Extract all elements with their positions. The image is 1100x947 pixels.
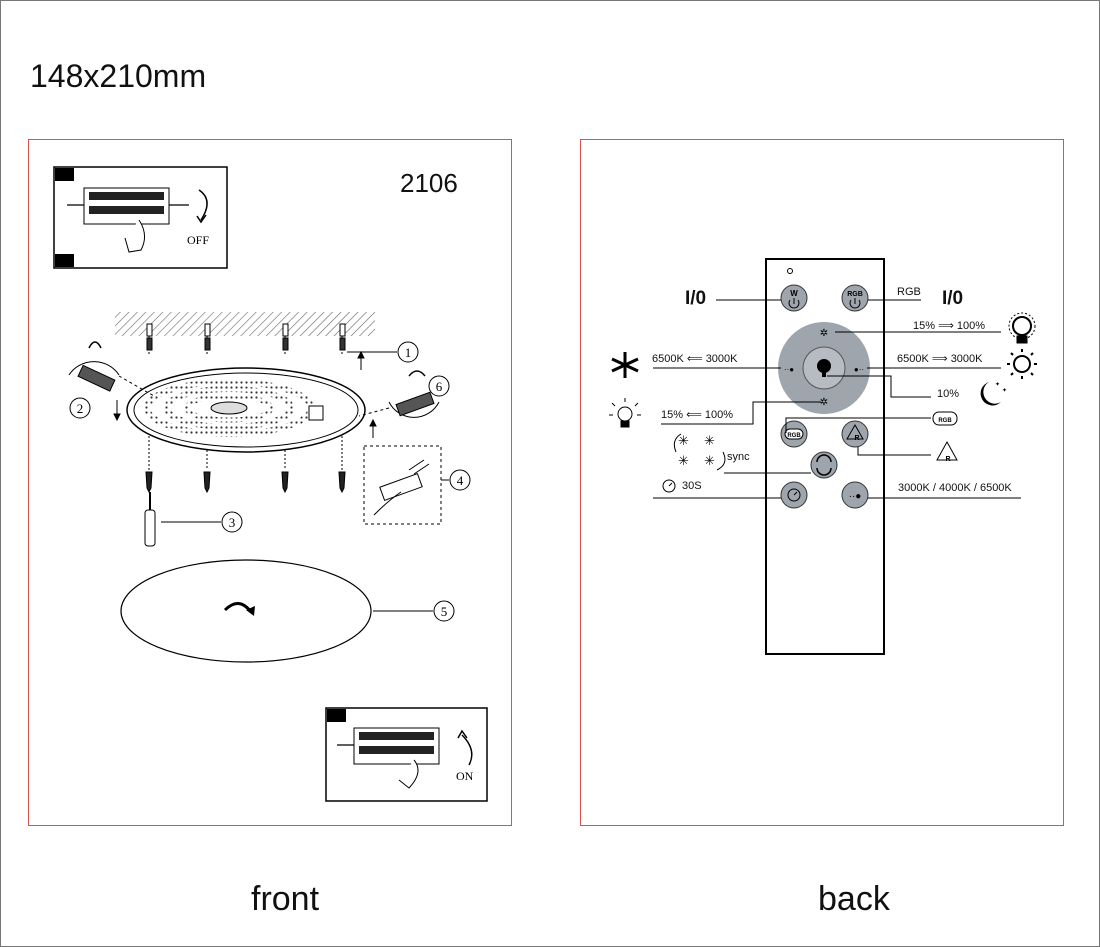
rgb-label: RGB: [897, 286, 921, 298]
svg-text:✲: ✲: [820, 397, 828, 408]
io-left-label: I/0: [685, 288, 707, 309]
remote-leaders: [653, 299, 1021, 499]
callout-6: 6: [428, 375, 450, 397]
svg-text:●··: ●··: [854, 365, 864, 374]
svg-text:2: 2: [77, 401, 84, 416]
front-caption: front: [251, 880, 320, 918]
ceiling-anchors: [146, 323, 346, 355]
cold-snowflake-icon: [611, 352, 639, 378]
io-right-label: I/0: [942, 288, 964, 309]
timer-label: 30S: [682, 480, 702, 492]
svg-text:4: 4: [457, 473, 464, 488]
svg-text:RGB: RGB: [938, 418, 952, 424]
mounting-screws: [145, 436, 346, 494]
svg-text:✦: ✦: [995, 381, 1000, 388]
svg-text:✲: ✲: [820, 328, 828, 339]
svg-text:✳: ✳: [704, 453, 715, 468]
svg-text:5: 5: [441, 604, 448, 619]
bright-down-label: 15% ⟸ 100%: [661, 409, 734, 421]
back-caption: back: [818, 880, 890, 918]
callout-5: 5: [433, 600, 455, 622]
dim-bulb-icon: [609, 398, 641, 428]
svg-text:3: 3: [229, 515, 236, 530]
svg-text:✦: ✦: [1002, 387, 1007, 394]
svg-text:··●: ··●: [784, 365, 794, 374]
svg-text:R: R: [854, 435, 859, 442]
night-label: 10%: [937, 388, 960, 400]
model-number: 2106: [400, 168, 458, 198]
rgb-mode-button[interactable]: RGB: [780, 420, 808, 448]
remote-diagram: W RGB ✲ ✲ ··● ●·· RGB: [609, 258, 1037, 655]
bright-bulb-icon: [1008, 312, 1036, 344]
callout-2: 2: [69, 397, 91, 419]
svg-text:RGB: RGB: [787, 433, 801, 439]
callout-3: 3: [221, 511, 243, 533]
recycle-icon: R: [936, 440, 958, 463]
svg-text:R: R: [945, 456, 950, 463]
screwdriver: [144, 492, 156, 547]
bright-up-label: 15% ⟹ 100%: [913, 320, 986, 332]
svg-text:✳: ✳: [704, 433, 715, 448]
terminal-connector-detail: [363, 445, 442, 525]
callout-leaders: [161, 351, 449, 612]
breaker-off-step: [53, 166, 228, 269]
detail-clip-right: [358, 370, 440, 418]
cct-right-label: 6500K ⟹ 3000K: [897, 353, 983, 365]
recycle-mode-button[interactable]: R: [841, 420, 869, 448]
svg-text:··●: ··●: [849, 491, 862, 502]
svg-text:RGB: RGB: [847, 291, 863, 298]
cct-step-button[interactable]: ··●: [841, 481, 869, 509]
rgb-power-button[interactable]: RGB: [841, 284, 869, 312]
on-label: ON: [456, 769, 474, 783]
svg-text:1: 1: [405, 345, 412, 360]
svg-text:6: 6: [436, 379, 443, 394]
sync-label: sync: [727, 451, 750, 463]
color-cycle-icon: ✳ ✳ ✳ ✳: [673, 433, 726, 471]
callout-1: 1: [397, 341, 419, 363]
detail-clip-left: [68, 341, 155, 397]
remote-led: [787, 268, 793, 274]
lamp-cover: [120, 559, 372, 663]
installation-diagram: OFF: [53, 166, 488, 802]
cct-steps-label: 3000K / 4000K / 6500K: [898, 482, 1012, 494]
off-label: OFF: [187, 233, 209, 247]
lamp-base: [126, 367, 366, 453]
timer-icon: [662, 479, 676, 493]
back-panel: W RGB ✲ ✲ ··● ●·· RGB: [580, 139, 1064, 826]
rgb-cycle-icon: RGB: [932, 411, 958, 426]
svg-text:✳: ✳: [678, 453, 689, 468]
moon-icon: ✦✦: [980, 381, 1007, 406]
w-power-button[interactable]: W: [780, 284, 808, 312]
breaker-on-step: [325, 707, 488, 802]
sun-icon: [1007, 349, 1037, 379]
svg-text:W: W: [790, 289, 798, 298]
svg-text:✳: ✳: [678, 433, 689, 448]
sync-button[interactable]: [810, 451, 838, 479]
timer-button[interactable]: [780, 481, 808, 509]
callout-4: 4: [449, 469, 471, 491]
page-size-label: 148x210mm: [30, 58, 207, 94]
ceiling-hatch: [115, 312, 375, 336]
cct-left-label: 6500K ⟸ 3000K: [652, 353, 738, 365]
front-panel: OFF: [28, 139, 512, 826]
brightness-cct-dial[interactable]: ✲ ✲ ··● ●··: [778, 322, 870, 414]
